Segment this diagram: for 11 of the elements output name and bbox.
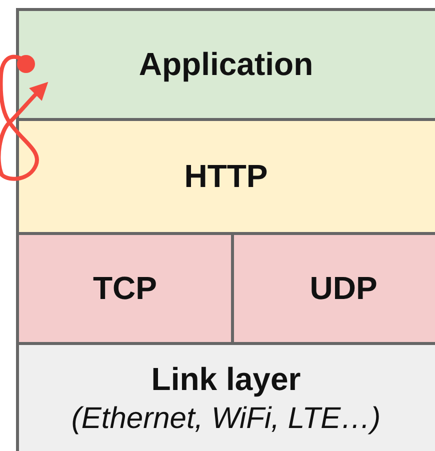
layer-box <box>16 8 435 121</box>
layer-title: Link layer <box>151 360 301 398</box>
layer-box <box>16 342 435 451</box>
layer-title: TCP <box>93 270 157 307</box>
layer-box <box>231 232 435 345</box>
layer-title: HTTP <box>184 158 268 195</box>
layer-title: UDP <box>310 270 378 307</box>
layer-title: Application <box>138 46 314 83</box>
layer-subtitle: (Ethernet, WiFi, LTE…) <box>71 402 381 436</box>
layer-box <box>16 118 435 235</box>
layer-box <box>16 232 234 345</box>
